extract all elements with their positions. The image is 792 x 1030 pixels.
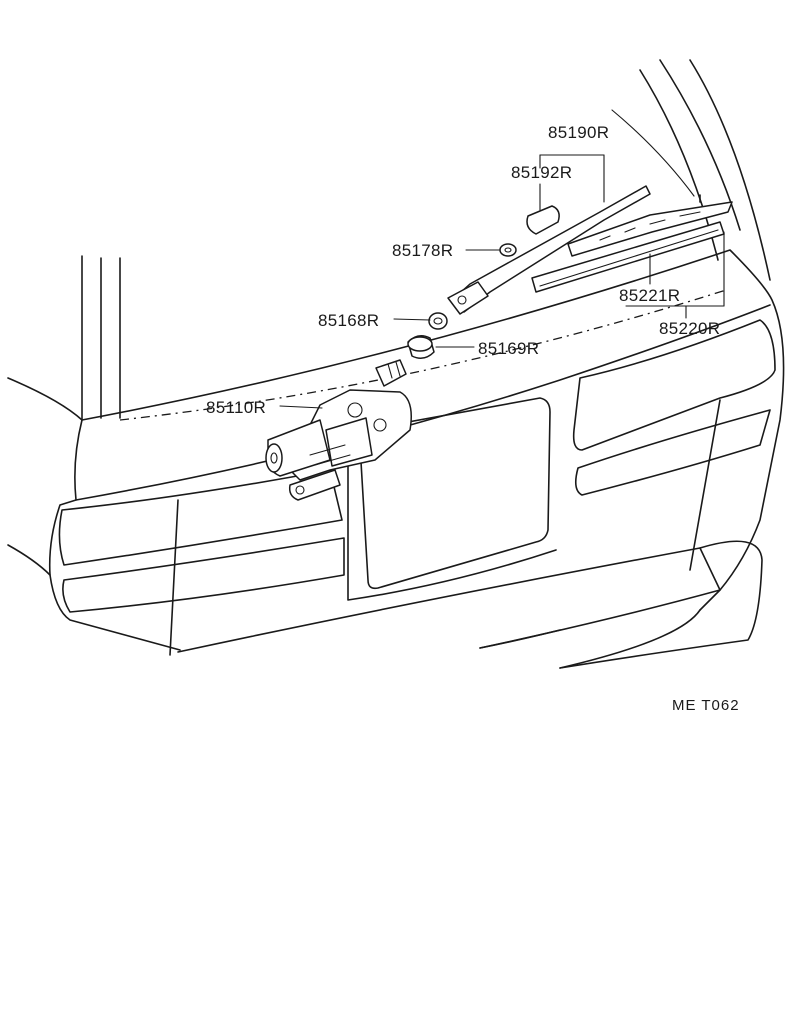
leader-lines [279, 154, 725, 409]
label-85178R: 85178R [392, 241, 454, 260]
washer [499, 243, 517, 257]
glass-edge [119, 289, 727, 421]
wiper-motor [265, 359, 412, 501]
wiper-cap [526, 205, 560, 235]
pivot-cap [407, 335, 435, 359]
label-85168R: 85168R [318, 311, 380, 330]
label-85190R: 85190R [548, 123, 610, 142]
label-85220R: 85220R [659, 319, 721, 338]
wiper-blade [531, 201, 733, 293]
label-85221R: 85221R [619, 286, 681, 305]
left-pillar [7, 255, 121, 421]
label-85169R: 85169R [478, 339, 540, 358]
label-85110R: 85110R [206, 398, 267, 417]
wiper-arm [447, 185, 651, 315]
label-85192R: 85192R [511, 163, 573, 182]
figure-code: ME T062 [672, 697, 740, 714]
tailgate-body [7, 249, 785, 669]
nut [428, 312, 448, 330]
